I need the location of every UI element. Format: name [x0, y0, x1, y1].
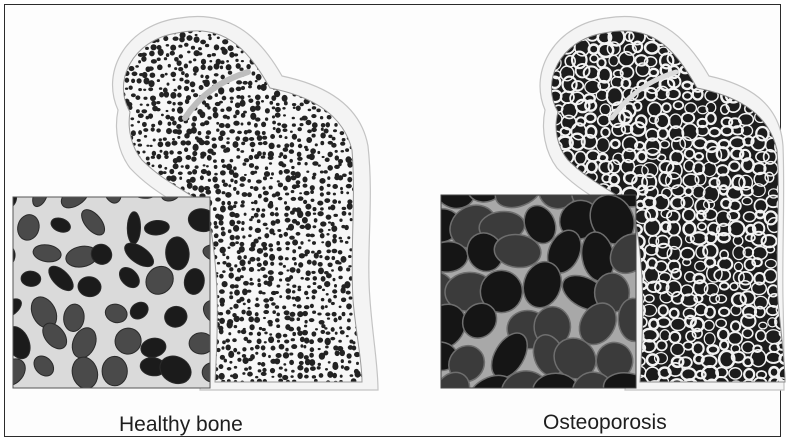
osteoporosis-caption: Osteoporosis — [543, 411, 667, 435]
healthy-bone-magnified-inset — [0, 169, 245, 391]
healthy-bone-caption: Healthy bone — [119, 413, 243, 437]
